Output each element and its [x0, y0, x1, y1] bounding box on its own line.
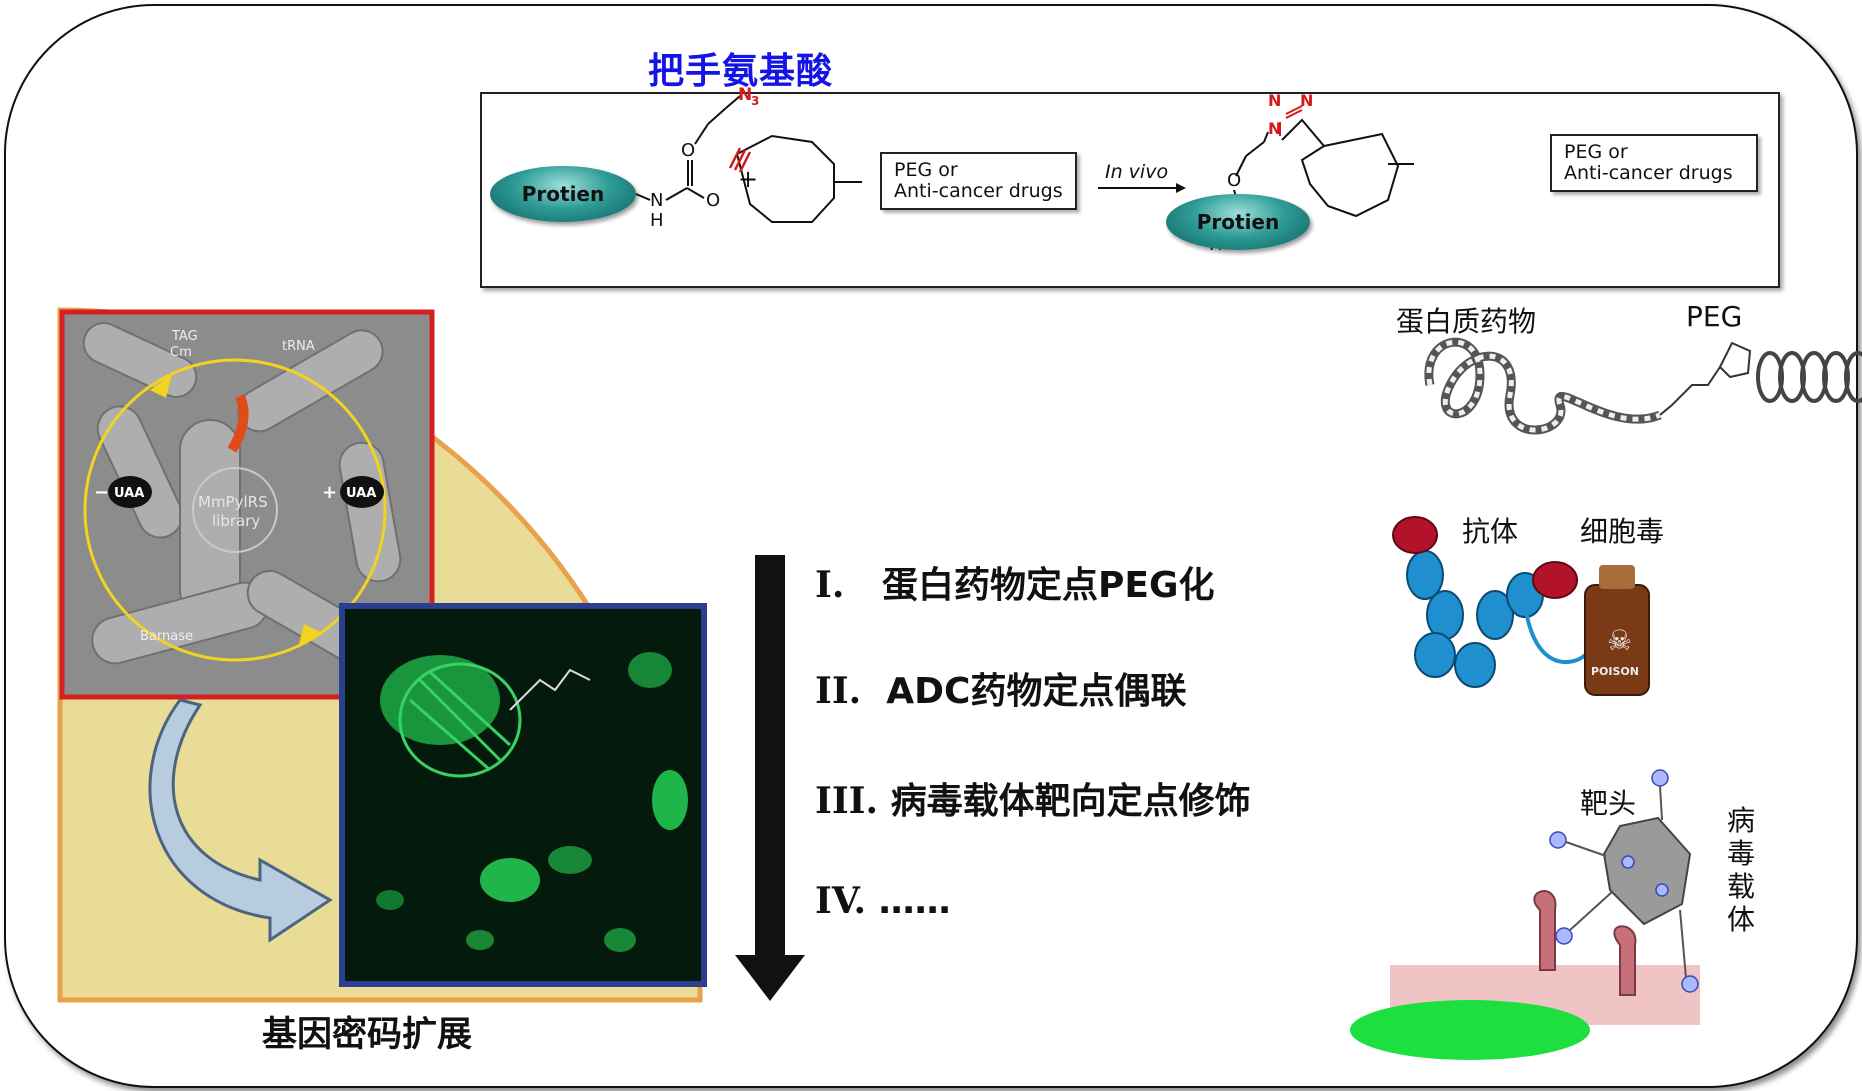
application-text-2: ADC药物定点偶联 [886, 671, 1187, 712]
icosahedral-capsid [1602, 816, 1692, 926]
minus-uaa-badge [108, 476, 152, 508]
antibody-label: 抗体 [1462, 515, 1519, 548]
viral-vector-char-3: 载 [1727, 870, 1756, 903]
product-payload-box: PEG or Anti-cancer drugs [1550, 134, 1758, 192]
barnase-label: Barnase [140, 629, 193, 644]
antibody-fab-tips [1392, 516, 1578, 599]
membrane-receptors [1533, 890, 1637, 996]
reactant-protein-label: Protien [521, 182, 605, 206]
cytotoxin-label: 细胞毒 [1580, 515, 1665, 548]
minus-uaa-label: UAA [114, 486, 144, 501]
tag-label: TAG [171, 329, 198, 344]
reactant-carbonyl-O: O [706, 190, 720, 211]
reactant-payload-box: PEG or Anti-cancer drugs [880, 152, 1077, 210]
antibody-chains [1406, 550, 1544, 688]
reactant-ether-O: O [681, 140, 695, 161]
application-item-1: I. 蛋白药物定点PEG化 [815, 556, 1215, 608]
reactant-protein-oval: Protien [490, 166, 636, 222]
application-text-4: …… [878, 881, 951, 922]
gfp-beta-barrel [398, 662, 522, 778]
downward-arrow [735, 555, 805, 1001]
viral-vector-char-4: 体 [1727, 903, 1756, 936]
genetic-code-expansion-caption: 基因密码扩展 [262, 1015, 473, 1055]
product-ether-O: O [1227, 170, 1241, 191]
linker-chain [1659, 366, 1721, 416]
viral-vector-illustration [1350, 769, 1700, 1060]
reactant-payload-line1: PEG or [894, 159, 958, 181]
application-num-3: III. [815, 780, 879, 822]
protein-drug-label: 蛋白质药物 [1396, 305, 1537, 338]
reaction-scheme-box: Protien N H O O N 3 + [480, 85, 1780, 288]
reactant-H-atom: H [650, 210, 664, 231]
ligand-tethers [1565, 785, 1687, 979]
library-circle [192, 467, 278, 553]
skull-icon: ☠ [1607, 624, 1632, 657]
product-payload-line1: PEG or [1564, 141, 1628, 163]
fluorescence-panel [339, 603, 707, 987]
triazole-linker [1718, 341, 1752, 379]
target-head-label: 靶头 [1580, 787, 1637, 820]
triazole-N1: N [1268, 91, 1281, 110]
genetic-code-expansion-graphic: MmPylRS library − UAA + UAA TAG Cm Barna… [57, 307, 707, 1003]
triazole-fused-ring [1281, 118, 1414, 218]
cycle-arrowhead-bottom [298, 624, 320, 648]
trna-label: tRNA [282, 339, 315, 354]
application-num-4: IV. [815, 880, 867, 922]
library-label-line1: MmPylRS [198, 493, 268, 511]
plus-sign-uaa: + [322, 482, 337, 503]
pegylated-protein-illustration [1424, 337, 1862, 435]
poison-label: POISON [1591, 665, 1639, 678]
protein-ribbon-highlight [1426, 339, 1661, 433]
reactant-payload-line2: Anti-cancer drugs [894, 180, 1063, 202]
cell-interior [1350, 1000, 1590, 1060]
cyclooctyne-ring [736, 134, 862, 223]
peg-label: PEG [1686, 300, 1743, 333]
peg-coil [1756, 351, 1862, 403]
blue-curved-arrow [148, 698, 333, 943]
in-vivo-label: In vivo [1105, 161, 1168, 183]
plus-uaa-label: UAA [346, 486, 376, 501]
viral-vector-char-1: 病 [1727, 804, 1756, 837]
reactant-carbamate-bonds [635, 95, 741, 201]
triazole-nn-bonds [1279, 105, 1303, 136]
azide-subscript: 3 [751, 94, 759, 108]
evolution-arrow [227, 394, 249, 453]
bottle-cork [1599, 565, 1635, 589]
alkyne-triple-bond [728, 147, 752, 173]
plus-uaa-badge [340, 476, 384, 508]
application-text-3: 病毒载体靶向定点修饰 [890, 781, 1251, 822]
reactant-N-atom: N [650, 190, 663, 211]
minus-sign: − [94, 482, 109, 503]
cm-label: Cm [170, 345, 192, 360]
viral-vector-char-2: 毒 [1727, 837, 1756, 870]
product-protein-label: Protien [1196, 210, 1280, 234]
library-label-line2: library [212, 512, 260, 530]
application-num-2: II. [815, 670, 862, 712]
viral-vector-label: 病 毒 载 体 [1727, 804, 1755, 936]
azide-N: N [738, 85, 752, 105]
adc-linker [1523, 604, 1587, 665]
product-protein-oval: Protien [1166, 194, 1310, 250]
application-item-2: II. ADC药物定点偶联 [815, 662, 1186, 714]
plus-sign: + [738, 165, 758, 193]
triazole-N3: N [1268, 119, 1281, 138]
application-item-3: III. 病毒载体靶向定点修饰 [815, 772, 1251, 824]
reaction-structures: N H O O N 3 + In vivo [635, 85, 1414, 255]
application-item-4: IV. …… [815, 880, 951, 922]
targeting-ligands [1549, 769, 1699, 993]
cycle-arrowhead-top [150, 374, 172, 398]
reaction-arrow [1098, 183, 1186, 193]
selection-cycle-arrows [83, 358, 387, 662]
application-num-1: I. [815, 564, 845, 606]
photocaged-amino-acid [509, 668, 591, 711]
application-text-1: 蛋白药物定点PEG化 [881, 565, 1215, 606]
product-payload-line2: Anti-cancer drugs [1564, 162, 1733, 184]
handle-amino-acid-title: 把手氨基酸 [648, 51, 834, 92]
triazole-N2: N [1300, 91, 1313, 110]
adc-illustration: POISON ☠ [1392, 516, 1650, 696]
